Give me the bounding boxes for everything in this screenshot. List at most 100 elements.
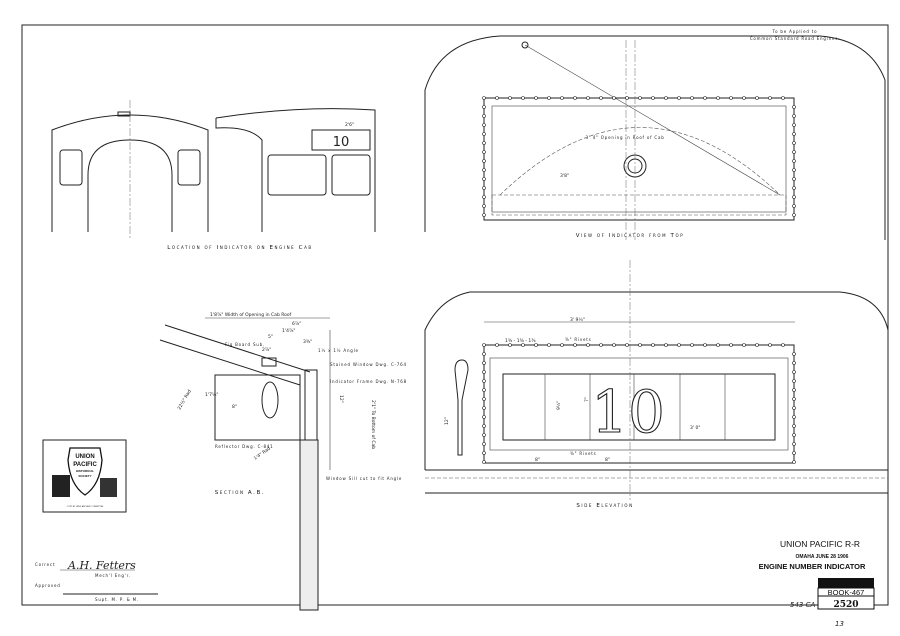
rivet — [651, 343, 655, 347]
rivet — [792, 213, 796, 217]
side-dim-letter: 7" — [584, 397, 590, 402]
rivet — [482, 352, 486, 356]
caption-side-elevation: Side Elevation — [576, 503, 633, 509]
rivet — [482, 195, 486, 199]
rivet — [482, 150, 486, 154]
rivet — [495, 343, 499, 347]
mech-engr-title: Mech'l Eng'r. — [95, 573, 131, 578]
rivet — [792, 186, 796, 190]
signature-block: Correct A.H. Fetters Mech'l Eng'r. Appro… — [35, 559, 158, 602]
section-ab: 1'8⅞" Width of Opening in Cab Roof 6⅞" 1… — [159, 312, 407, 611]
rivet — [792, 433, 796, 437]
rivet — [482, 114, 486, 118]
rivet — [508, 96, 512, 100]
rivet — [573, 343, 577, 347]
rivet — [547, 343, 551, 347]
label-stained-window: Stained Window Dwg. C-764 — [330, 362, 407, 367]
rivet — [586, 96, 590, 100]
uphs-logo: UNION PACIFIC HISTORICAL SOCIETY COPY BY… — [42, 439, 127, 513]
side-dim-height: 9½" — [555, 401, 562, 410]
note-line-1: To be Applied to — [772, 29, 818, 34]
rivet — [792, 105, 796, 109]
section-dim-2: 1'4⅞" — [282, 328, 295, 334]
rivet — [599, 96, 603, 100]
section-dim-6: 1'7⅛" — [205, 392, 218, 398]
cab-side-view: 10 2'6" — [215, 108, 376, 232]
cab-front-view — [51, 100, 209, 240]
caption-top-view: View of Indicator from Top — [576, 233, 685, 239]
rivet — [482, 141, 486, 145]
rivet — [482, 132, 486, 136]
caption-section-ab: Section A.B. — [215, 490, 265, 496]
rivet — [482, 361, 486, 365]
rivet — [495, 96, 499, 100]
rivet — [482, 424, 486, 428]
rivet — [792, 379, 796, 383]
side-rivet-spacing: 1⅜ - 1⅜ - 1⅜ — [505, 338, 536, 344]
rivet — [560, 343, 564, 347]
note-line-2: Common Standard Road Engines. — [750, 36, 840, 41]
rivet — [792, 361, 796, 365]
rivet — [792, 406, 796, 410]
rivet — [792, 424, 796, 428]
rivet — [792, 177, 796, 181]
section-dim-1: 6⅞" — [292, 321, 301, 327]
side-dim-hook: 12" — [444, 417, 450, 425]
rivet — [664, 96, 668, 100]
section-dim-0: 1'8⅞" Width of Opening in Cab Roof — [210, 312, 292, 318]
rivet — [651, 96, 655, 100]
side-rivets-bottom: ⅜" Rivets — [570, 451, 597, 456]
rivet — [521, 96, 525, 100]
rivet — [792, 352, 796, 356]
logo-footer: COPY BY UPHS ARCHIVE COMMITTEE — [67, 505, 104, 508]
rivet — [482, 442, 486, 446]
rivet — [792, 150, 796, 154]
side-elevation: 3' 9¼" 10 3' 0" 1⅜ - 1⅜ - 1⅜ ⅜" Rivets ⅜… — [424, 260, 889, 500]
top-dim: 3'8" — [560, 173, 569, 179]
rivet — [792, 114, 796, 118]
rivet — [482, 460, 486, 464]
section-dim-7: 8" — [232, 404, 237, 410]
rivet — [792, 388, 796, 392]
caption-location: Location of Indicator on Engine Cab — [167, 245, 313, 251]
rivet — [625, 343, 629, 347]
rivet — [690, 343, 694, 347]
rivet — [729, 96, 733, 100]
rivet — [716, 343, 720, 347]
rivet — [482, 213, 486, 217]
rivet — [508, 343, 512, 347]
rivet — [792, 442, 796, 446]
sheet-border — [21, 24, 889, 606]
section-dim-4: 2⅞" — [262, 347, 271, 353]
rivet — [716, 96, 720, 100]
section-dim-3: 5" — [268, 334, 273, 340]
rivet — [612, 96, 616, 100]
rivet — [677, 343, 681, 347]
rivet — [729, 343, 733, 347]
side-overall-dim: 3' 9¼" — [570, 317, 585, 323]
section-dim-9: 22½" Rad — [176, 388, 193, 411]
rivet — [573, 96, 577, 100]
rivet — [755, 96, 759, 100]
rivet — [742, 343, 746, 347]
company-name: UNION PACIFIC R-R — [780, 539, 860, 549]
rivet — [792, 370, 796, 374]
logo-society: SOCIETY — [78, 474, 91, 478]
rivet — [547, 96, 551, 100]
rivet — [755, 343, 759, 347]
rivet — [482, 204, 486, 208]
section-dim-10: 12" — [338, 395, 344, 403]
label-angle: 1½ x 1½ Angle — [318, 348, 359, 353]
rivet — [703, 96, 707, 100]
rivet — [781, 343, 785, 347]
top-view: 3' 4" Opening in Roof of Cab 3'8" — [424, 35, 886, 240]
side-rivets-top: ⅜" Rivets — [565, 337, 592, 342]
correct-label: Correct — [35, 562, 55, 567]
rivet — [768, 96, 772, 100]
rivet — [482, 159, 486, 163]
rivet — [792, 132, 796, 136]
rivet — [638, 343, 642, 347]
rivet — [482, 451, 486, 455]
rivet — [792, 415, 796, 419]
approved-label: Approved — [35, 583, 61, 588]
